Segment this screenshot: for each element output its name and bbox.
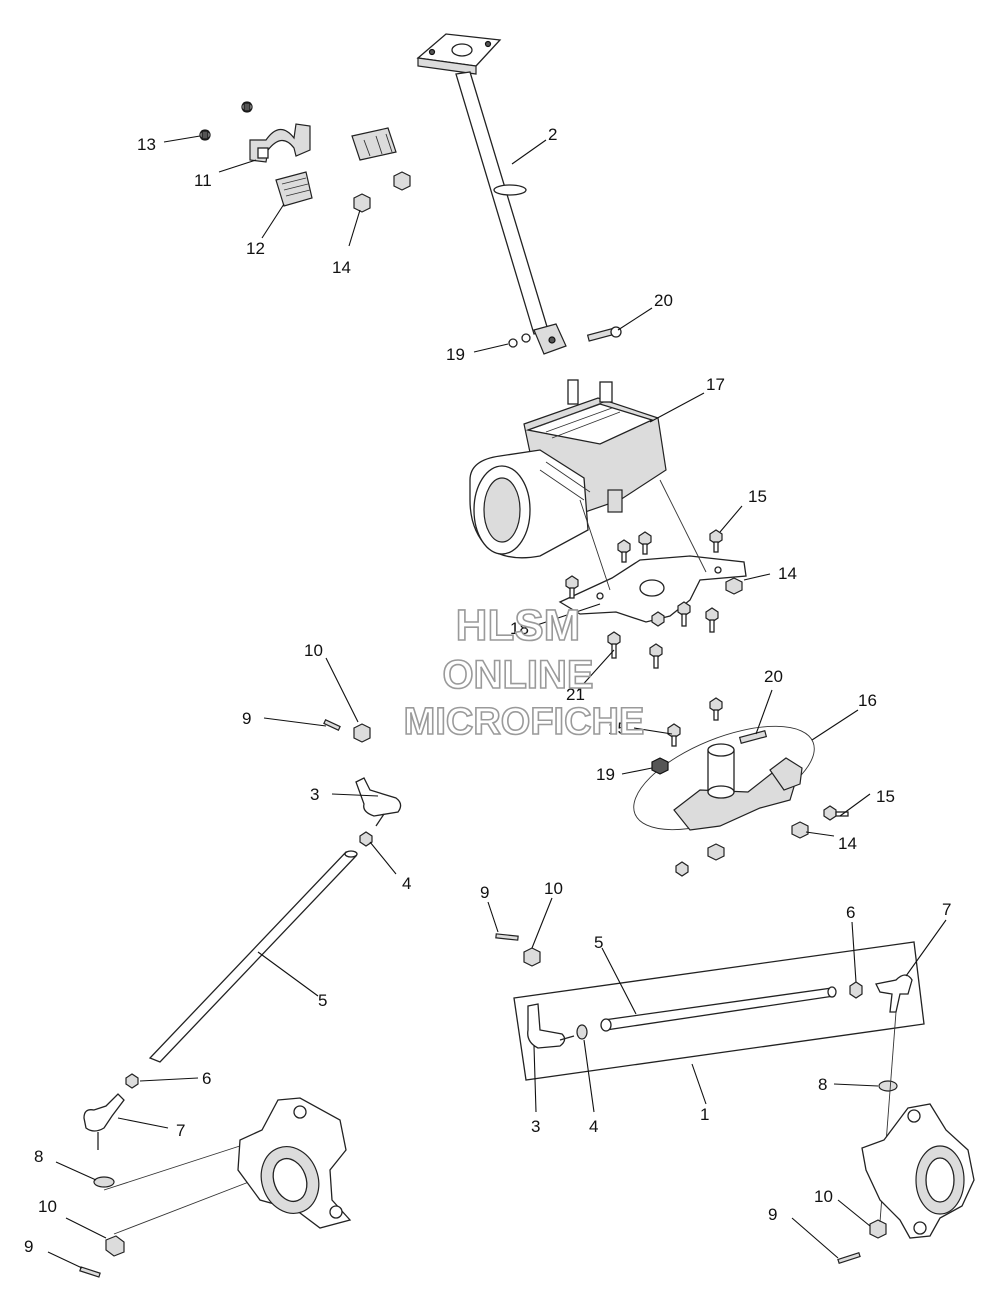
plate-bolts — [565, 529, 743, 669]
callout-8-washer: 8 — [34, 1147, 43, 1166]
callout-9-pin: 9 — [24, 1237, 33, 1256]
callout-11-clamp: 11 — [194, 171, 212, 190]
callout-10-nut: 10 — [814, 1187, 833, 1206]
callout-7-tie-rod-end: 7 — [176, 1121, 185, 1140]
callout-13-bolt: 13 — [137, 135, 156, 154]
callout-6-nut: 6 — [202, 1069, 211, 1088]
callout-12-bushing: 12 — [246, 239, 265, 258]
callout-5-tie-rod: 5 — [318, 991, 327, 1010]
callout-15-bolt: 15 — [608, 719, 627, 738]
callout-18-plate: 18 — [510, 619, 529, 638]
callout-3-tie-rod-end: 3 — [531, 1117, 540, 1136]
callout-labels: 2 13 11 12 14 20 19 17 15 14 18 21 10 9 … — [24, 125, 951, 1256]
callout-14-nut: 14 — [838, 834, 857, 853]
callout-20-bolt: 20 — [764, 667, 783, 686]
steering-arm-detail — [633, 697, 849, 877]
callout-20-bolt: 20 — [654, 291, 673, 310]
callout-15-bolt: 15 — [876, 787, 895, 806]
callout-7-tie-rod-end: 7 — [942, 900, 951, 919]
left-tie-rod — [79, 719, 402, 1278]
callout-9-pin: 9 — [242, 709, 251, 728]
callout-10-nut: 10 — [304, 641, 323, 660]
callout-5-tie-rod: 5 — [594, 933, 603, 952]
callout-19-nut: 19 — [446, 345, 465, 364]
callout-19-nut: 19 — [596, 765, 615, 784]
callout-9-pin: 9 — [480, 883, 489, 902]
watermark-line3: MICROFICHE — [404, 701, 645, 743]
callout-17-eps: 17 — [706, 375, 725, 394]
callout-10-nut: 10 — [38, 1197, 57, 1216]
column-hardware — [508, 326, 622, 348]
callout-6-nut: 6 — [846, 903, 855, 922]
watermark-line1: HLSM — [456, 601, 581, 650]
steering-column — [416, 33, 567, 355]
callout-9-pin: 9 — [768, 1205, 777, 1224]
callout-15-bolt: 15 — [748, 487, 767, 506]
right-tie-rod-assembly — [495, 933, 925, 1265]
callout-3-tie-rod-end: 3 — [310, 785, 319, 804]
callout-1-tie-rod-assembly: 1 — [700, 1105, 709, 1124]
callout-8-washer: 8 — [818, 1075, 827, 1094]
right-knuckle — [861, 1103, 975, 1239]
column-clamp-parts — [199, 101, 411, 213]
watermark: HLSM ONLINE MICROFICHE — [403, 600, 645, 744]
left-knuckle — [237, 1097, 352, 1229]
callout-10-nut: 10 — [544, 879, 563, 898]
callout-4-nut: 4 — [402, 874, 411, 893]
callout-2-column: 2 — [548, 125, 557, 144]
callout-16-arm: 16 — [858, 691, 877, 710]
callout-14-nut: 14 — [332, 258, 351, 277]
callout-14-nut: 14 — [778, 564, 797, 583]
callout-21-bolt: 21 — [566, 685, 585, 704]
callout-4-nut: 4 — [589, 1117, 598, 1136]
watermark-line2: ONLINE — [442, 653, 593, 697]
mounting-plate — [558, 479, 747, 623]
leader-lines — [47, 135, 947, 1269]
eps-unit — [469, 379, 667, 559]
